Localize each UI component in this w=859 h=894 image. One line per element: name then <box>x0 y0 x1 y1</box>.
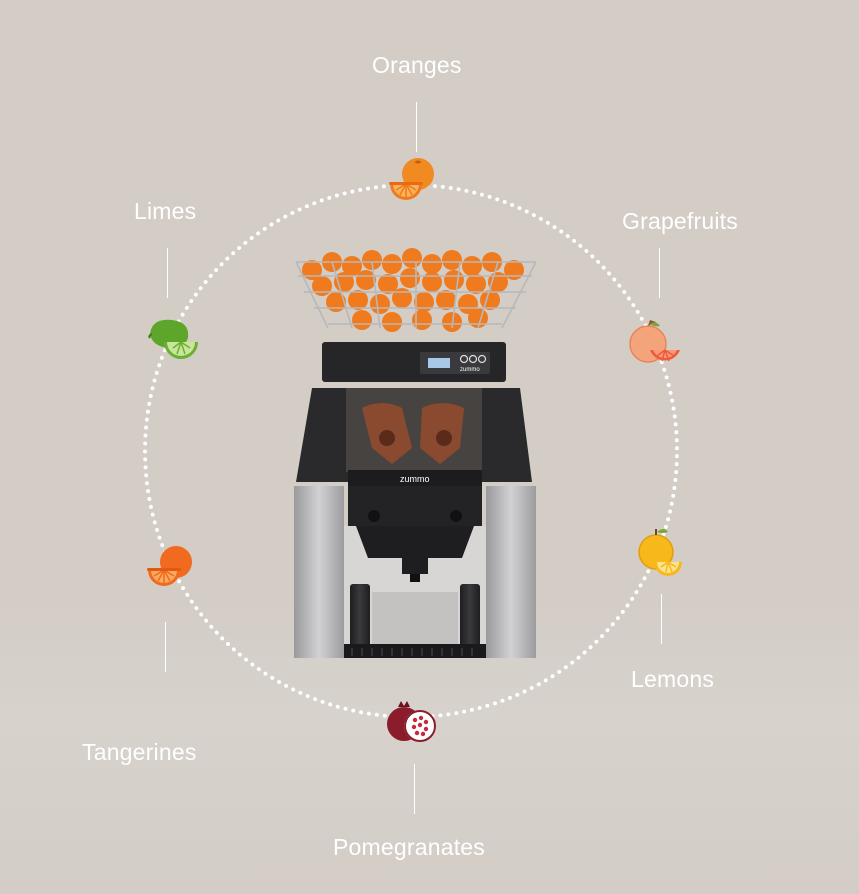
leader-limes <box>167 248 168 298</box>
lemon-icon <box>638 529 682 576</box>
leader-lemons <box>661 594 662 644</box>
orange-icon <box>389 158 434 200</box>
lime-icon <box>148 319 198 359</box>
body-brand-logo: zummo <box>400 474 430 484</box>
leader-pomegranates <box>414 764 415 814</box>
label-oranges: Oranges <box>372 52 462 78</box>
label-limes: Limes <box>134 198 197 224</box>
label-pomegranates: Pomegranates <box>333 834 485 860</box>
label-lemons: Lemons <box>631 666 715 692</box>
juicer-machine: zummo zummo <box>294 248 537 658</box>
label-grapefruits: Grapefruits <box>622 208 738 234</box>
leader-grapefruits <box>659 248 660 298</box>
fruit-basket <box>295 248 537 332</box>
pomegranate-icon <box>387 701 436 742</box>
label-tangerines: Tangerines <box>82 739 197 765</box>
grapefruit-icon <box>629 320 680 363</box>
leader-tangerines <box>165 622 166 672</box>
leader-oranges <box>416 102 417 152</box>
head-brand-logo: zummo <box>460 367 480 373</box>
tangerine-icon <box>147 546 192 586</box>
